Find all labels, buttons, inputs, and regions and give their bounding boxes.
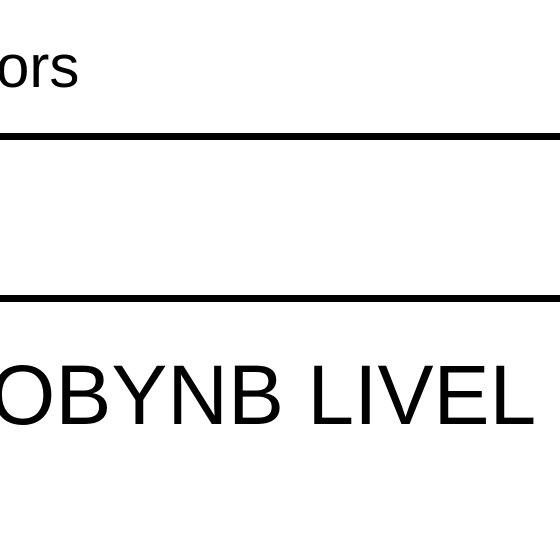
value-text-row: OBYNB LIVEL [0, 350, 560, 440]
top-divider [0, 133, 560, 140]
heading-label-row: ors [0, 22, 560, 112]
heading-label: ors [0, 33, 80, 100]
empty-field-area [0, 140, 560, 295]
bottom-divider [0, 295, 560, 302]
value-text: OBYNB LIVEL [0, 350, 537, 440]
